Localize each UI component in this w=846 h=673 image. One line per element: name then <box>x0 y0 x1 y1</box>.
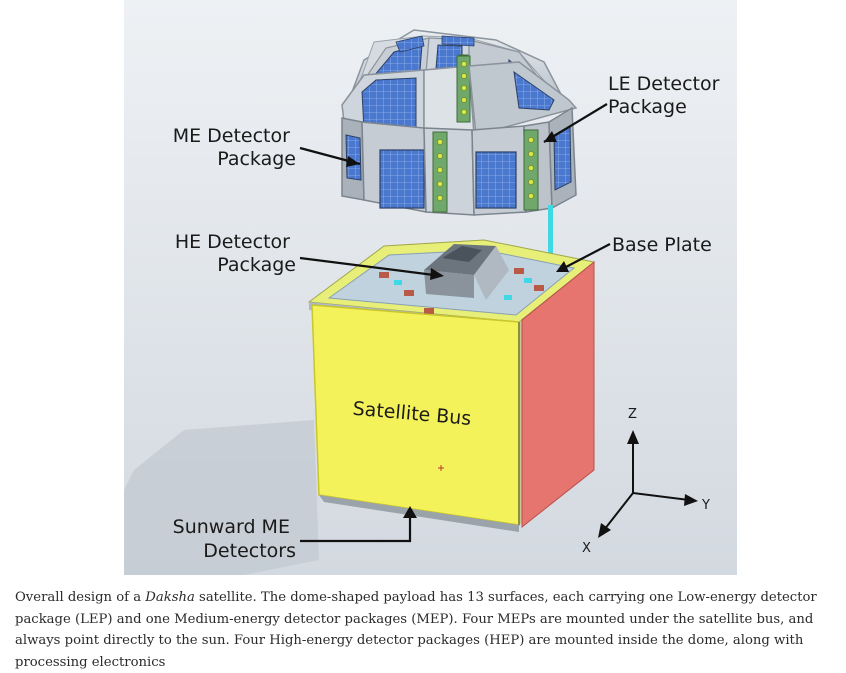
dome-payload <box>341 29 578 216</box>
caption-emphasis: Daksha <box>145 590 195 605</box>
sunward-arrow <box>300 514 412 543</box>
me-package-label: ME Detector Package <box>173 125 296 170</box>
figure-caption: Overall design of a Daksha satellite. Th… <box>15 590 817 670</box>
axis-x-label: X <box>582 541 591 556</box>
base-plate-label: Base Plate <box>612 234 712 256</box>
base-plate <box>307 239 596 330</box>
he-package-arrow <box>299 256 435 277</box>
satellite-figure: ME Detector Package LE Detector Package … <box>124 0 737 575</box>
coordinate-axes <box>603 440 690 531</box>
axis-y-label: Y <box>701 498 710 513</box>
le-package-label: LE Detector Package <box>608 73 725 118</box>
le-package-arrow <box>543 103 608 143</box>
he-package-label: HE Detector Package <box>175 231 296 276</box>
sunward-label: Sunward ME Detectors <box>173 516 296 562</box>
satellite-bus <box>311 260 595 532</box>
axis-z-label: Z <box>628 407 637 422</box>
ground-shadow <box>124 420 319 575</box>
base-plate-arrow <box>563 243 611 269</box>
